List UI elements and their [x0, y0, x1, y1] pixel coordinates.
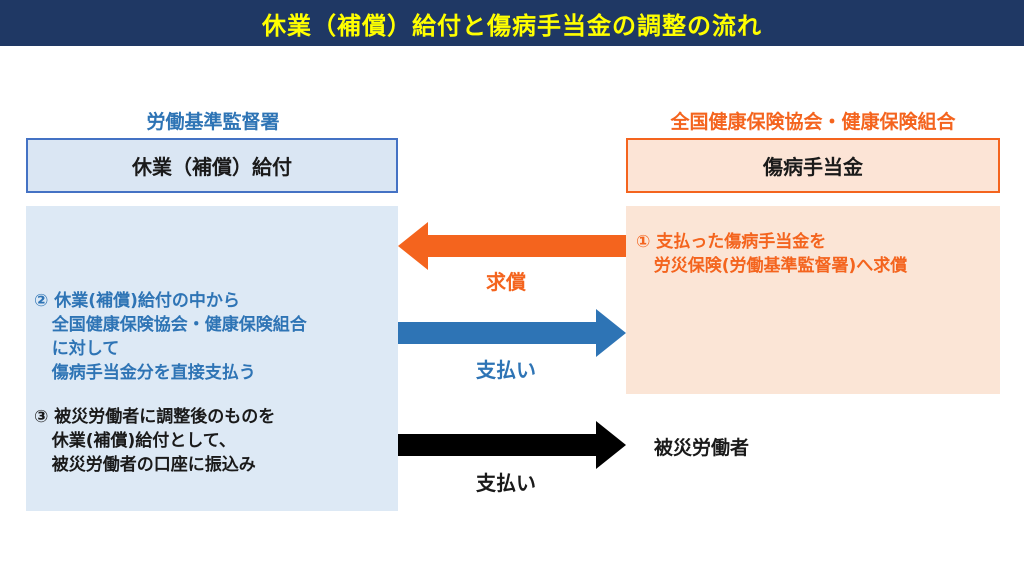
- payment-label-black: 支払い: [476, 471, 536, 495]
- step-2-line: に対して: [34, 339, 120, 359]
- step-3-text: ③ 被災労働者に調整後のものを 休業(補償)給付として、 被災労働者の口座に振込…: [34, 405, 275, 477]
- payment-arrow-black-shape: [398, 421, 626, 469]
- reimburse-arrow-shape: [398, 222, 626, 270]
- step-3-line: ③ 被災労働者に調整後のものを: [34, 407, 276, 427]
- left-panel: [26, 206, 398, 511]
- worker-label: 被災労働者: [654, 437, 750, 459]
- step-3-line: 被災労働者の口座に振込み: [34, 455, 256, 475]
- payment-label-blue: 支払い: [476, 358, 536, 382]
- org-label-left: 労働基準監督署: [146, 111, 280, 133]
- payment-arrow-blue: [398, 309, 626, 357]
- step-2-text: ② 休業(補償)給付の中から 全国健康保険協会・健康保険組合 に対して 傷病手当…: [34, 289, 307, 385]
- step-3-line: 休業(補償)給付として、: [34, 431, 236, 451]
- payment-arrow-blue-shape: [398, 309, 626, 357]
- reimburse-label: 求償: [486, 270, 526, 294]
- box-title-left: 休業（補償）給付: [26, 138, 398, 193]
- box-title-left-text: 休業（補償）給付: [132, 155, 292, 179]
- right-panel: [626, 206, 1000, 394]
- step-2-line: ② 休業(補償)給付の中から: [34, 291, 240, 311]
- box-title-right: 傷病手当金: [626, 138, 1000, 193]
- step-1-text: ① 支払った傷病手当金を 労災保険(労働基準監督署)へ求償: [636, 230, 907, 278]
- reimburse-arrow: [398, 222, 626, 270]
- header-bar: 休業（補償）給付と傷病手当金の調整の流れ: [0, 0, 1024, 46]
- step-2-line: 全国健康保険協会・健康保険組合: [34, 315, 307, 335]
- org-label-right: 全国健康保険協会・健康保険組合: [670, 111, 956, 133]
- payment-arrow-black: [398, 421, 626, 469]
- step-2-line: 傷病手当金分を直接支払う: [34, 363, 256, 383]
- page-title: 休業（補償）給付と傷病手当金の調整の流れ: [262, 11, 762, 40]
- step-1-line: ① 支払った傷病手当金を: [636, 232, 827, 252]
- step-1-line: 労災保険(労働基準監督署)へ求償: [636, 256, 908, 276]
- box-title-right-text: 傷病手当金: [763, 155, 863, 179]
